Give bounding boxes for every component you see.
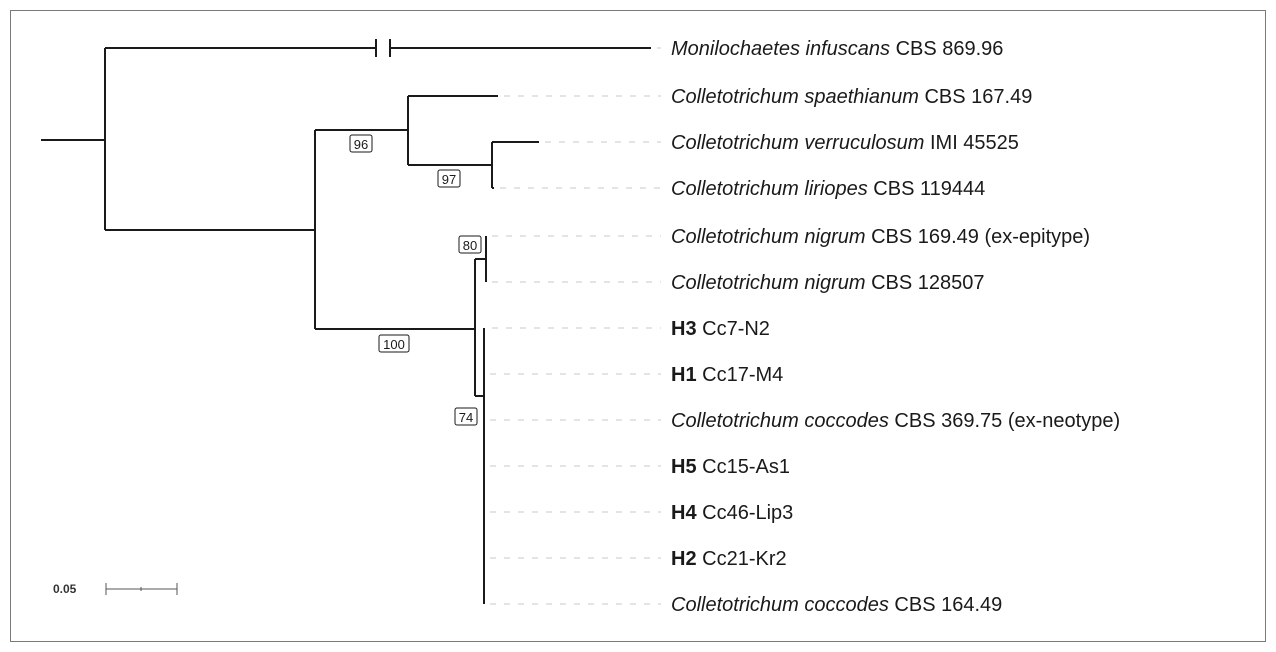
leaf-label-part: CBS 119444 <box>868 178 986 200</box>
figure-frame: 96 97 80 100 74 Monilochaetes infuscans CBS … <box>10 10 1266 642</box>
leader-lines <box>490 47 661 605</box>
leaf-label-monilochaetes: Monilochaetes infuscans CBS 869.96 <box>671 38 1003 60</box>
leaf-label-part: Colletotrichum nigrum <box>671 272 866 294</box>
leaf-label-part: H5 <box>671 456 697 478</box>
leaf-label-part: CBS 369.75 (ex-neotype) <box>889 410 1120 432</box>
leaf-label-part: Colletotrichum spaethianum <box>671 86 919 108</box>
leaf-label-spaethianum: Colletotrichum spaethianum CBS 167.49 <box>671 86 1032 108</box>
leaf-label-part: H1 <box>671 364 697 386</box>
bootstrap-box <box>458 235 482 254</box>
bootstrap-value: 97 <box>442 172 456 187</box>
bootstrap-value: 80 <box>463 238 477 253</box>
leaf-label-part: Colletotrichum coccodes <box>671 410 889 432</box>
leaf-label-h5: H5 Cc15-As1 <box>671 456 790 478</box>
leaf-label-part: Colletotrichum coccodes <box>671 594 889 616</box>
leaf-label-part: H3 <box>671 318 697 340</box>
leaf-label-h2: H2 Cc21-Kr2 <box>671 548 787 570</box>
leaf-label-h1: H1 Cc17-M4 <box>671 364 783 386</box>
leaf-label-h4: H4 Cc46-Lip3 <box>671 502 793 524</box>
bootstrap-box <box>437 169 461 188</box>
leaf-labels: Monilochaetes infuscans CBS 869.96Collet… <box>671 38 1120 616</box>
leaf-label-liriopes: Colletotrichum liriopes CBS 119444 <box>671 178 985 200</box>
leaf-label-part: Cc7-N2 <box>697 318 770 340</box>
bootstrap-spaethianum-clade: 96 <box>349 134 373 153</box>
bootstrap-box <box>378 334 410 353</box>
leaf-label-nigrum-128507: Colletotrichum nigrum CBS 128507 <box>671 272 985 294</box>
leaf-label-part: CBS 169.49 (ex-epitype) <box>866 226 1091 248</box>
leaf-label-part: Cc17-M4 <box>697 364 784 386</box>
leaf-label-part: CBS 128507 <box>866 272 985 294</box>
leaf-label-coccodes-neotype: Colletotrichum coccodes CBS 369.75 (ex-n… <box>671 410 1120 432</box>
leaf-label-part: IMI 45525 <box>924 132 1019 154</box>
leaf-label-part: CBS 164.49 <box>889 594 1002 616</box>
scale-bar: 0.05 <box>53 582 178 596</box>
bootstrap-box <box>454 407 478 426</box>
leaf-label-part: Cc21-Kr2 <box>697 548 787 570</box>
leaf-label-part: Colletotrichum liriopes <box>671 178 868 200</box>
bootstrap-value: 96 <box>354 137 368 152</box>
bootstrap-value: 100 <box>383 337 405 352</box>
leaf-label-part: Colletotrichum verruculosum <box>671 132 924 154</box>
phylogenetic-tree: 96 97 80 100 74 Monilochaetes infuscans CBS … <box>41 38 1120 616</box>
scale-bar-label: 0.05 <box>53 582 77 596</box>
leaf-label-part: Cc15-As1 <box>697 456 790 478</box>
leaf-label-part: Cc46-Lip3 <box>697 502 794 524</box>
leaf-label-h3: H3 Cc7-N2 <box>671 318 770 340</box>
leaf-label-part: Colletotrichum nigrum <box>671 226 866 248</box>
leaf-label-coccodes-164: Colletotrichum coccodes CBS 164.49 <box>671 594 1002 616</box>
bootstrap-verruculosum-liriopes: 97 <box>437 169 461 188</box>
tree-branches <box>41 39 651 604</box>
bootstrap-values: 96 97 80 100 74 <box>349 134 482 426</box>
leaf-label-part: CBS 869.96 <box>890 38 1003 60</box>
leaf-label-nigrum-epitype: Colletotrichum nigrum CBS 169.49 (ex-epi… <box>671 226 1090 248</box>
leaf-label-part: Monilochaetes infuscans <box>671 38 890 60</box>
leaf-label-part: H2 <box>671 548 697 570</box>
leaf-label-part: CBS 167.49 <box>919 86 1032 108</box>
bootstrap-box <box>349 134 373 153</box>
bootstrap-coccodes-clade: 74 <box>454 407 478 426</box>
leaf-label-verruculosum: Colletotrichum verruculosum IMI 45525 <box>671 132 1019 154</box>
bootstrap-value: 74 <box>459 410 473 425</box>
leaf-label-part: H4 <box>671 502 697 524</box>
bootstrap-nigrum-clade: 80 <box>458 235 482 254</box>
bootstrap-nigrum-coccodes-clade: 100 <box>378 334 410 353</box>
